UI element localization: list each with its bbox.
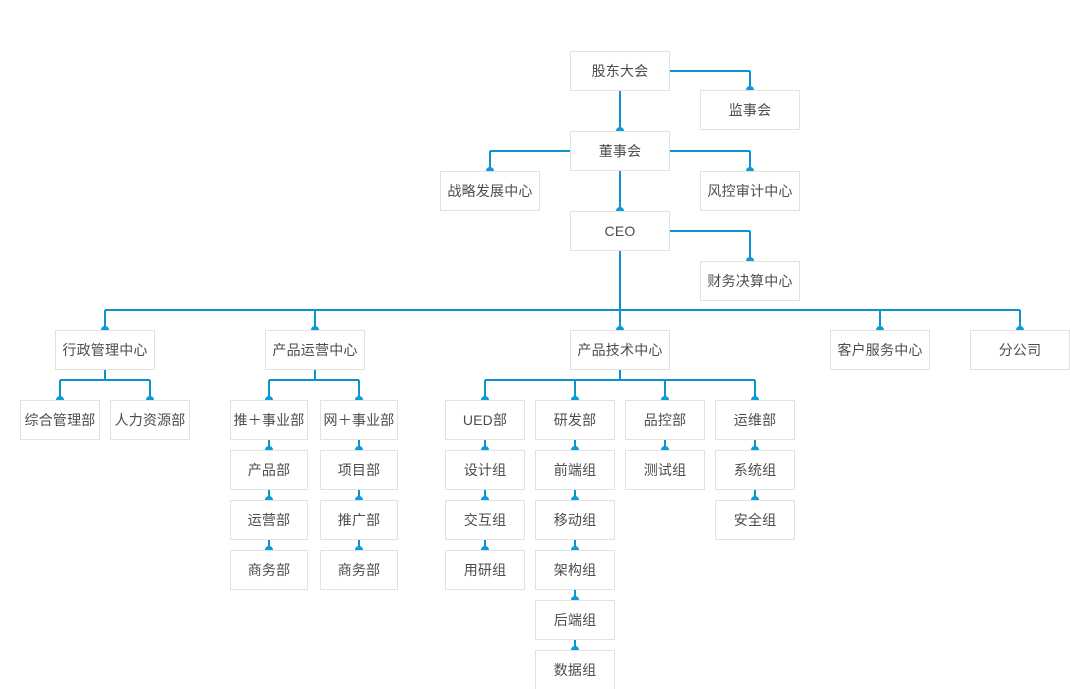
org-node-architecture[interactable]: 架构组 [535, 550, 615, 590]
org-node-admin[interactable]: 行政管理中心 [55, 330, 155, 370]
org-node-qa[interactable]: 品控部 [625, 400, 705, 440]
org-node-product[interactable]: 产品部 [230, 450, 308, 490]
org-node-riskaudit[interactable]: 风控审计中心 [700, 171, 800, 211]
org-node-prodtech[interactable]: 产品技术中心 [570, 330, 670, 370]
org-node-design[interactable]: 设计组 [445, 450, 525, 490]
org-node-shareholders[interactable]: 股东大会 [570, 51, 670, 91]
org-node-strategy[interactable]: 战略发展中心 [440, 171, 540, 211]
org-node-tuiplus[interactable]: 推＋事业部 [230, 400, 308, 440]
org-node-ued[interactable]: UED部 [445, 400, 525, 440]
org-node-frontend[interactable]: 前端组 [535, 450, 615, 490]
org-node-board[interactable]: 董事会 [570, 131, 670, 171]
org-node-wangplus[interactable]: 网＋事业部 [320, 400, 398, 440]
org-node-data[interactable]: 数据组 [535, 650, 615, 689]
org-node-business1[interactable]: 商务部 [230, 550, 308, 590]
org-node-mobile[interactable]: 移动组 [535, 500, 615, 540]
org-node-prodops[interactable]: 产品运营中心 [265, 330, 365, 370]
org-node-general[interactable]: 综合管理部 [20, 400, 100, 440]
org-node-supervisory[interactable]: 监事会 [700, 90, 800, 130]
org-node-hr[interactable]: 人力资源部 [110, 400, 190, 440]
org-node-branch[interactable]: 分公司 [970, 330, 1070, 370]
org-node-business2[interactable]: 商务部 [320, 550, 398, 590]
org-node-security[interactable]: 安全组 [715, 500, 795, 540]
org-node-project[interactable]: 项目部 [320, 450, 398, 490]
org-node-customer[interactable]: 客户服务中心 [830, 330, 930, 370]
org-node-system[interactable]: 系统组 [715, 450, 795, 490]
org-node-rd[interactable]: 研发部 [535, 400, 615, 440]
org-node-ceo[interactable]: CEO [570, 211, 670, 251]
org-node-operation[interactable]: 运营部 [230, 500, 308, 540]
org-node-research[interactable]: 用研组 [445, 550, 525, 590]
org-node-finance[interactable]: 财务决算中心 [700, 261, 800, 301]
org-node-interaction[interactable]: 交互组 [445, 500, 525, 540]
org-node-ops[interactable]: 运维部 [715, 400, 795, 440]
org-node-backend[interactable]: 后端组 [535, 600, 615, 640]
org-node-promote[interactable]: 推广部 [320, 500, 398, 540]
org-node-test[interactable]: 测试组 [625, 450, 705, 490]
